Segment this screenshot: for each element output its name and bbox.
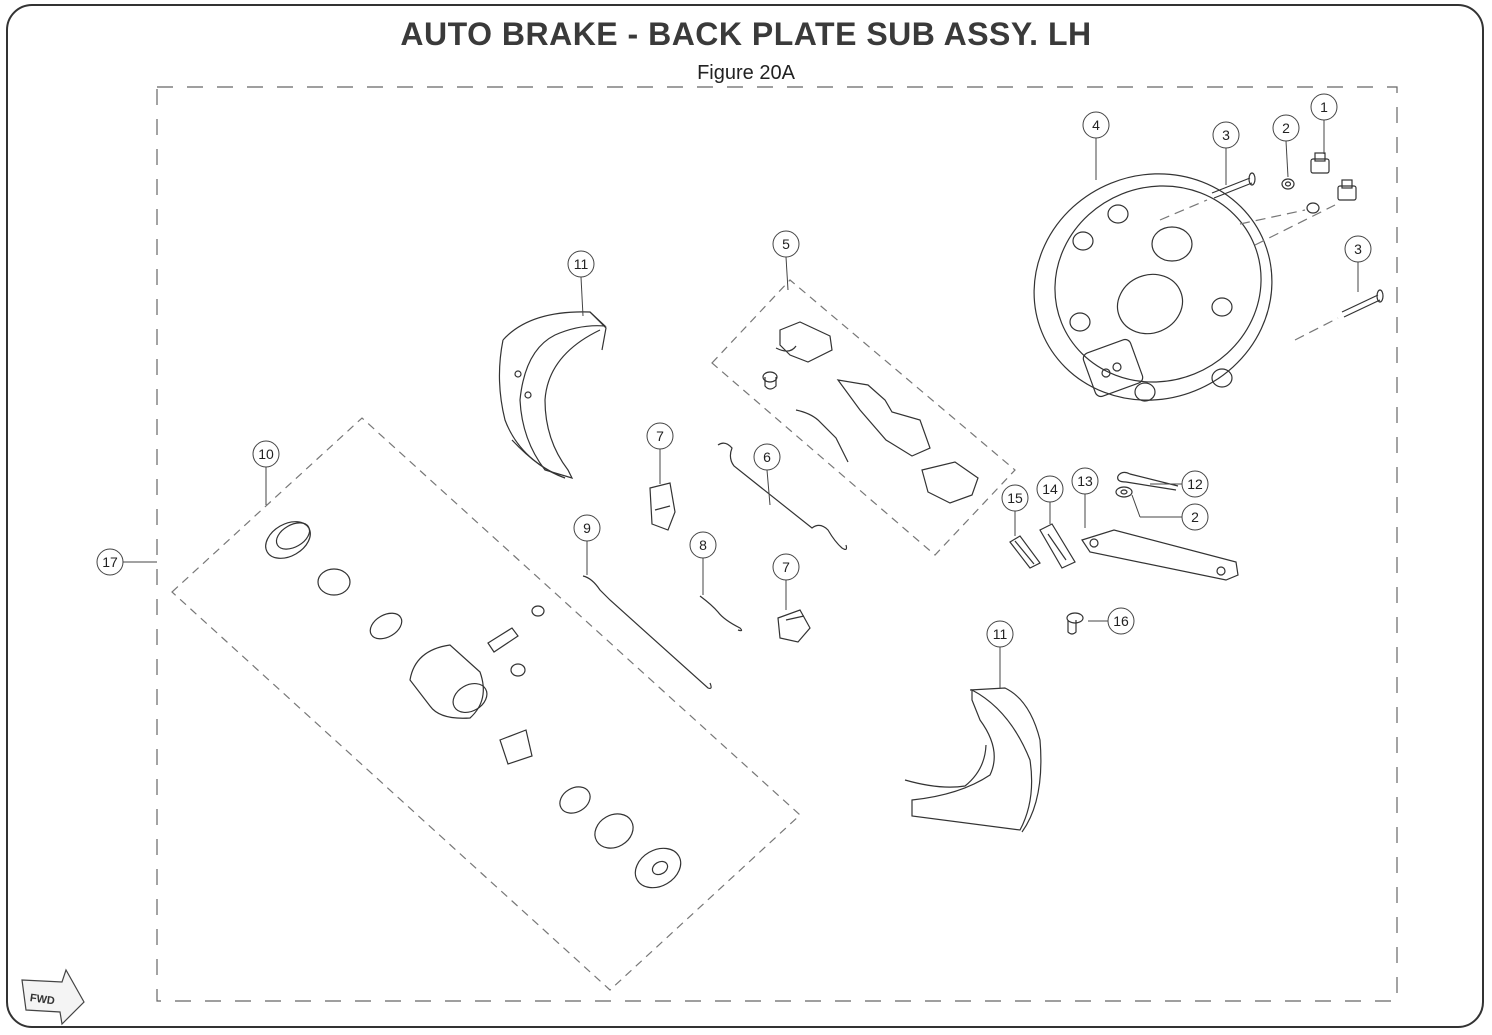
callout-4: 4 [1082,111,1110,139]
nut-1 [1254,152,1357,246]
back-plate-part [1033,173,1273,402]
callouts: 1 2 3 4 3 5 11 7 6 10 9 8 7 17 15 14 13 … [96,93,1372,648]
callout-2a: 2 [1272,114,1300,142]
svg-text:4: 4 [1092,117,1100,133]
svg-text:1: 1 [1320,99,1328,115]
svg-text:11: 11 [993,626,1008,642]
washer-2-upper [1239,178,1320,225]
callout-7a: 7 [646,422,674,450]
callout-14: 14 [1036,475,1064,503]
adjuster-group-box [711,279,1016,556]
spring-8 [699,595,743,632]
callout-10: 10 [252,440,280,468]
bolt-3-lower [1294,289,1384,341]
svg-text:11: 11 [574,256,589,272]
callout-13: 13 [1071,467,1099,495]
link-14 [1039,523,1076,569]
figure-frame [6,4,1484,1028]
callout-12: 12 [1181,470,1209,498]
svg-text:6: 6 [763,449,771,465]
callout-17: 17 [96,548,124,576]
pin-12 [1117,471,1179,491]
brake-shoe-upper [498,311,607,479]
leader-lines [123,120,1359,688]
svg-text:14: 14 [1042,481,1058,497]
svg-text:3: 3 [1222,127,1230,143]
svg-text:9: 9 [583,520,591,536]
callout-6: 6 [753,443,781,471]
assembly-boundary [156,86,1398,1002]
pin-16 [1066,612,1084,635]
callout-5: 5 [772,230,800,258]
callout-2b: 2 [1181,503,1209,531]
svg-text:5: 5 [782,236,790,252]
washer-2-lower [1115,486,1133,498]
svg-text:12: 12 [1187,476,1203,492]
bolt-3-upper [1159,172,1256,221]
svg-text:10: 10 [258,446,274,462]
spring-9 [582,575,712,690]
callout-1: 1 [1310,93,1338,121]
callout-3a: 3 [1212,121,1240,149]
callout-3b: 3 [1344,235,1372,263]
svg-text:2: 2 [1282,120,1290,136]
clip-7-upper [649,482,676,531]
callout-8: 8 [689,531,717,559]
return-spring-6 [717,442,848,551]
svg-text:3: 3 [1354,241,1362,257]
brake-shoe-lower [904,687,1042,833]
callout-7b: 7 [772,553,800,581]
lever-13 [1081,529,1239,581]
callout-16: 16 [1107,607,1135,635]
fwd-arrow-icon: FWD [21,968,85,1026]
svg-text:8: 8 [699,537,707,553]
svg-text:FWD: FWD [29,992,56,1007]
wheel-cylinder-group-box [171,417,801,991]
svg-text:13: 13 [1077,473,1093,489]
callout-15: 15 [1001,484,1029,512]
page-title: AUTO BRAKE - BACK PLATE SUB ASSY. LH [400,16,1092,52]
clip-7-lower [777,609,811,643]
svg-text:15: 15 [1007,490,1023,506]
wheel-cylinder-parts [265,521,682,889]
callout-11b: 11 [986,620,1014,648]
svg-text:7: 7 [656,428,664,444]
svg-text:7: 7 [782,559,790,575]
svg-text:16: 16 [1113,613,1129,629]
callout-9: 9 [573,514,601,542]
callout-11a: 11 [567,250,595,278]
svg-text:17: 17 [102,554,118,570]
svg-text:2: 2 [1191,509,1199,525]
adjuster-parts [762,321,979,504]
link-15 [1009,535,1041,569]
figure-number: Figure 20A [697,62,795,84]
